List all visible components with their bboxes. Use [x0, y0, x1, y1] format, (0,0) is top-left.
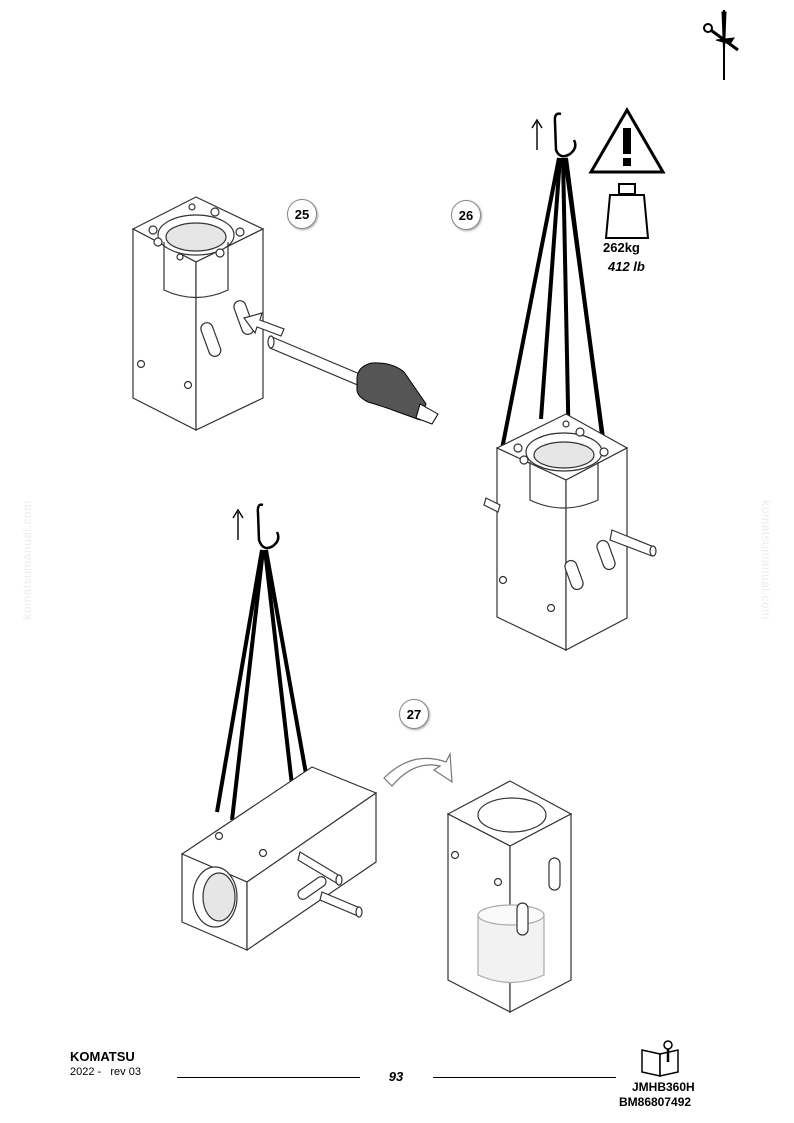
step27-block-horizontal — [180, 766, 378, 952]
step27-lift-arrow — [232, 508, 244, 540]
step-number-27: 27 — [399, 699, 429, 729]
weight-kg-label: 262kg — [603, 240, 640, 255]
step25-block — [131, 196, 265, 431]
weight-icon — [604, 183, 650, 239]
footer-brand: KOMATSU — [70, 1049, 135, 1064]
manual-book-icon — [641, 1040, 679, 1077]
footer-rule-left — [177, 1077, 360, 1078]
step-number-25: 25 — [287, 199, 317, 229]
step26-hook — [553, 112, 577, 158]
step27-hook — [256, 503, 280, 550]
rotate-arrow — [383, 751, 453, 787]
footer-rule-right — [433, 1077, 616, 1078]
footer-doc-code: BM86807492 — [619, 1095, 692, 1109]
step27-block-upright — [446, 780, 573, 1013]
step-number-26: 26 — [451, 200, 481, 230]
page-number: 93 — [388, 1069, 404, 1084]
wrench-screwdriver-icon — [703, 10, 739, 80]
weight-lb-label: 412 lb — [608, 259, 645, 274]
step26-lift-arrow — [531, 118, 543, 150]
step25-gloved-hand — [356, 362, 439, 425]
step25-lifting-bar — [267, 335, 363, 387]
warning-triangle-icon — [588, 107, 666, 174]
step25-insert-arrow — [243, 312, 285, 337]
step26-block — [483, 413, 657, 651]
footer-model: JMHB360H — [632, 1080, 695, 1094]
footer-revision: 2022 - rev 03 — [70, 1066, 141, 1078]
